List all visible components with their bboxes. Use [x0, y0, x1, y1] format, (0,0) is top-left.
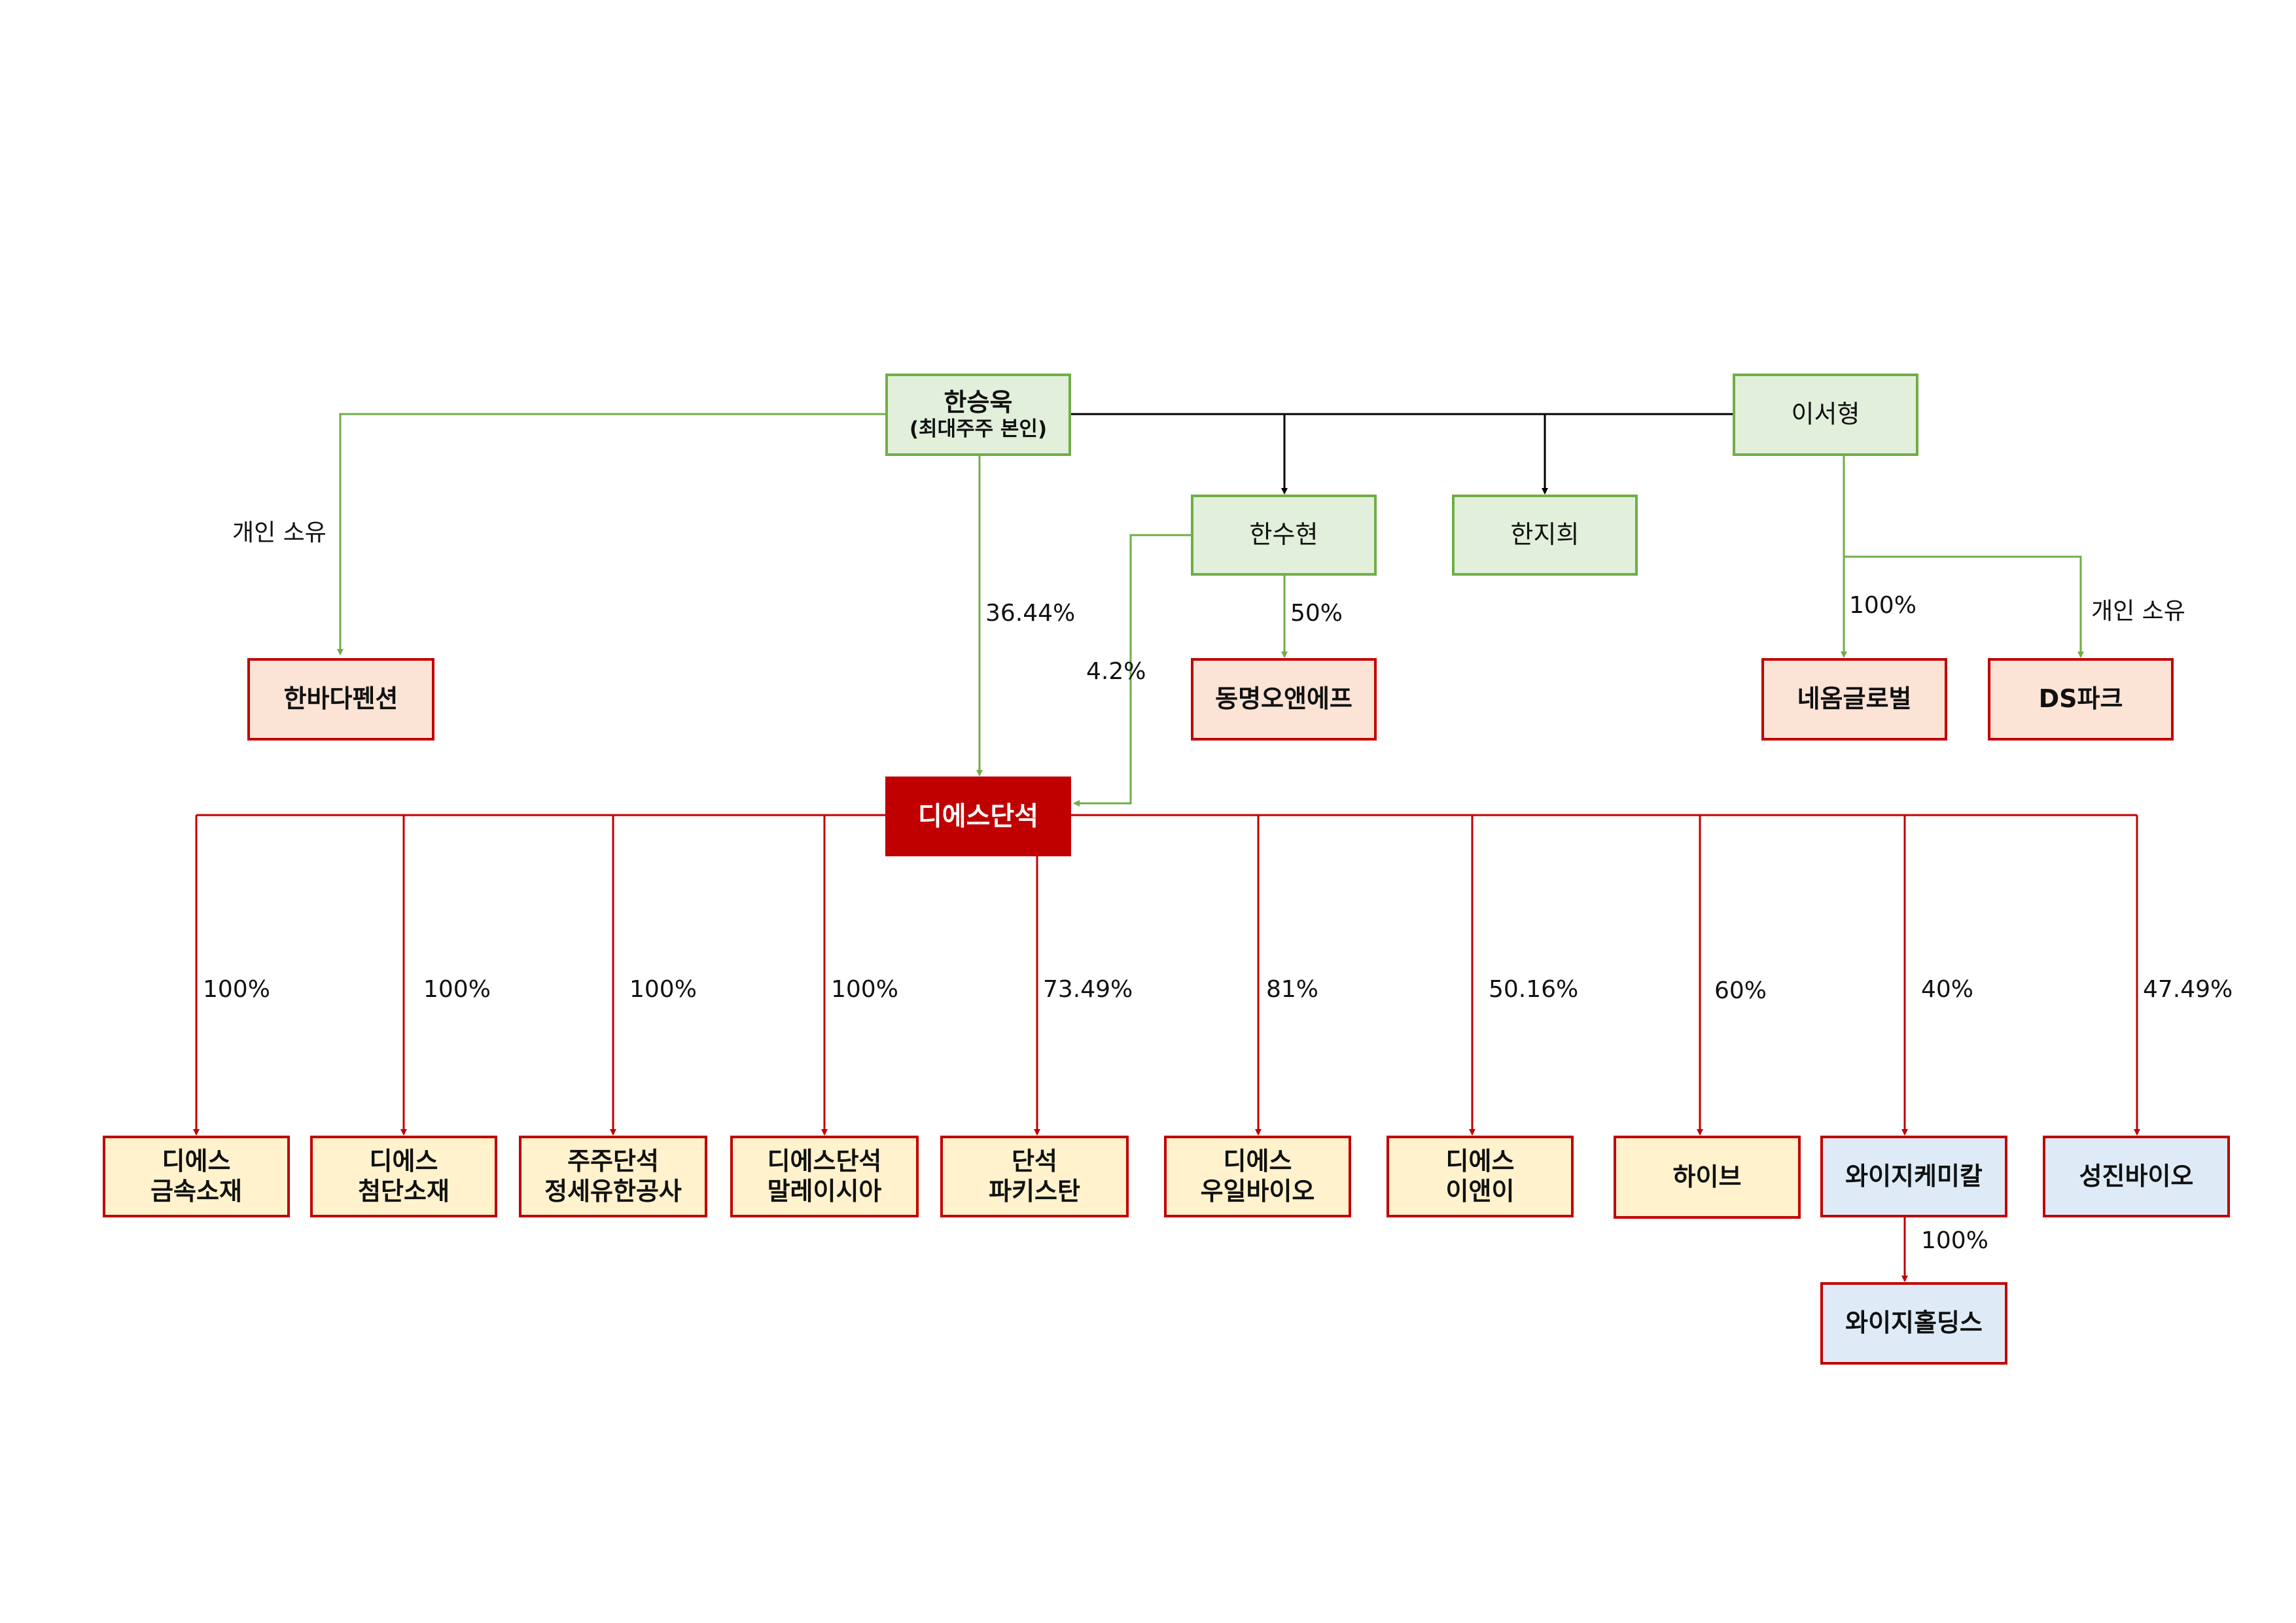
node-han-seung-wook: 한승욱 (최대주주 본인): [885, 374, 1071, 456]
node-sub-ds-malaysia: 디에스단석 말레이시아: [730, 1136, 919, 1217]
label-sub-5-pct: 73.49%: [1043, 976, 1133, 1003]
node-sub-ds-metal-line2: 금속소재: [150, 1176, 242, 1206]
edge-child1-to-core: [1073, 534, 1191, 807]
node-sub-hive-name: 하이브: [1672, 1162, 1742, 1191]
label-hanbada-personal: 개인 소유: [232, 519, 327, 546]
node-sub-ds-woil-bio-line1: 디에스: [1223, 1146, 1292, 1176]
node-yg-holdings: 와이지홀딩스: [1820, 1282, 2007, 1365]
label-sub-1-pct: 100%: [203, 976, 270, 1003]
node-sub-ds-ene-line2: 이앤이: [1445, 1176, 1515, 1206]
node-sub-sungjin-bio: 성진바이오: [2043, 1136, 2230, 1217]
node-sub-hive: 하이브: [1614, 1136, 1801, 1219]
label-sub-2-pct: 100%: [423, 976, 491, 1003]
node-han-su-hyun: 한수현: [1191, 495, 1377, 576]
node-lee-seo-hyung: 이서형: [1733, 374, 1918, 456]
node-neom-global-name: 네옴글로벌: [1797, 684, 1912, 714]
node-dongmyeong-onf-name: 동명오앤에프: [1215, 684, 1352, 714]
node-sub-ds-woil-bio-line2: 우일바이오: [1200, 1176, 1315, 1206]
node-hanbada-pension-name: 한바다펜션: [283, 684, 398, 714]
label-sub-10-pct: 47.49%: [2143, 976, 2233, 1003]
label-sub-9-pct: 40%: [1921, 976, 1974, 1003]
node-sub-yg-chemical-name: 와이지케미칼: [1845, 1161, 1983, 1191]
node-sub-jujoo-dansuk-line1: 주주단석: [567, 1146, 659, 1176]
node-sub-ds-advanced: 디에스 첨단소재: [310, 1136, 497, 1217]
node-neom-global: 네옴글로벌: [1761, 658, 1947, 741]
node-sub-ds-ene: 디에스 이앤이: [1386, 1136, 1574, 1217]
label-spouse-to-neom-pct: 100%: [1849, 592, 1916, 619]
node-han-ji-hee-name: 한지희: [1510, 520, 1580, 550]
label-sub-8-pct: 60%: [1714, 977, 1767, 1004]
label-spouse-to-dspark-personal: 개인 소유: [2091, 598, 2185, 625]
node-sub-jujoo-dansuk: 주주단석 정세유한공사: [519, 1136, 707, 1217]
node-sub-yg-chemical: 와이지케미칼: [1820, 1136, 2007, 1217]
label-ychem-to-yholdings-pct: 100%: [1921, 1227, 1988, 1254]
node-sub-ds-advanced-line2: 첨단소재: [358, 1176, 450, 1206]
node-hanbada-pension: 한바다펜션: [247, 658, 434, 741]
node-sub-dansuk-pakistan: 단석 파키스탄: [940, 1136, 1129, 1217]
node-sub-dansuk-pakistan-line2: 파키스탄: [989, 1176, 1080, 1206]
node-han-seung-wook-note: (최대주주 본인): [909, 417, 1048, 442]
node-dongmyeong-onf: 동명오앤에프: [1191, 658, 1377, 741]
label-sub-4-pct: 100%: [831, 976, 898, 1003]
node-yg-holdings-name: 와이지홀딩스: [1845, 1308, 1983, 1338]
node-ds-park-name: DS파크: [2038, 684, 2123, 714]
node-sub-ds-malaysia-line1: 디에스단석: [767, 1146, 882, 1176]
node-han-seung-wook-name: 한승욱: [944, 387, 1013, 417]
edge-main-to-hanbada: [337, 413, 885, 655]
node-lee-seo-hyung-name: 이서형: [1791, 400, 1860, 429]
node-sub-sungjin-bio-name: 성진바이오: [2079, 1161, 2194, 1191]
node-sub-ds-advanced-line1: 디에스: [369, 1146, 438, 1176]
node-ds-dansuk: 디에스단석: [885, 777, 1071, 856]
node-sub-ds-ene-line1: 디에스: [1445, 1146, 1515, 1176]
node-sub-ds-woil-bio: 디에스 우일바이오: [1164, 1136, 1351, 1217]
node-sub-ds-metal-line1: 디에스: [162, 1146, 231, 1176]
edge-spouse-to-dspark: [1844, 555, 2084, 658]
node-sub-ds-metal: 디에스 금속소재: [103, 1136, 290, 1217]
node-han-su-hyun-name: 한수현: [1249, 520, 1318, 550]
label-child1-to-core-pct: 4.2%: [1086, 658, 1146, 685]
node-ds-dansuk-name: 디에스단석: [918, 801, 1038, 831]
label-child1-to-dongmyeong-pct: 50%: [1290, 600, 1343, 627]
node-ds-park: DS파크: [1988, 658, 2174, 741]
node-han-ji-hee: 한지희: [1452, 495, 1638, 576]
label-main-to-core-pct: 36.44%: [985, 600, 1076, 627]
node-sub-jujoo-dansuk-line2: 정세유한공사: [544, 1176, 682, 1206]
node-sub-dansuk-pakistan-line1: 단석: [1012, 1146, 1057, 1176]
label-sub-6-pct: 81%: [1266, 976, 1319, 1003]
label-sub-7-pct: 50.16%: [1489, 976, 1579, 1003]
node-sub-ds-malaysia-line2: 말레이시아: [767, 1176, 882, 1206]
label-sub-3-pct: 100%: [629, 976, 697, 1003]
